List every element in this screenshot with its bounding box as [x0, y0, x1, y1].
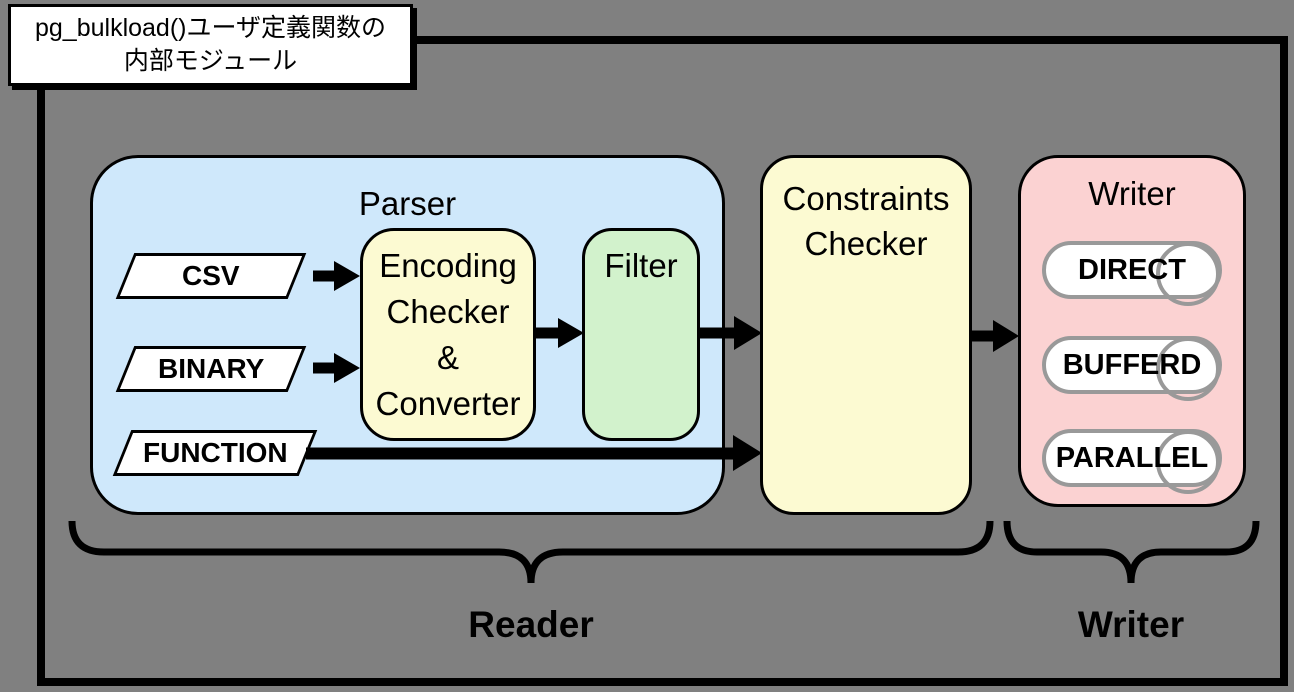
outer-frame-border [37, 36, 1288, 686]
csv-label: CSV [182, 260, 240, 291]
bufferd-label: BUFFERD [1062, 348, 1202, 381]
title-line-1: pg_bulkload()ユーザ定義関数の [35, 14, 386, 42]
writer-brace-label: Writer [1077, 604, 1185, 645]
parallelogram-binary: BINARY [115, 346, 307, 392]
filter-label: Filter [604, 247, 678, 284]
constraints-checker-box: Constraints Checker [760, 155, 972, 515]
parallel-label: PARALLEL [1055, 441, 1209, 474]
cylinder-cap-icon [1156, 430, 1220, 494]
encoding-line-1: Encoding [379, 246, 517, 284]
title-box: pg_bulkload()ユーザ定義関数の 内部モジュール [8, 4, 413, 86]
parser-group-label: Parser [358, 185, 457, 222]
reader-brace-label: Reader [468, 604, 594, 645]
cylinder-bufferd: BUFFERD [1042, 336, 1222, 401]
title-line-2: 内部モジュール [123, 47, 298, 75]
encoding-line-2: Checker [386, 292, 510, 330]
constraints-line-1: Constraints [782, 180, 950, 217]
parallelogram-csv: CSV [115, 253, 307, 299]
encoding-checker-converter-box: Encoding Checker & Converter [360, 228, 536, 441]
constraints-line-2: Checker [804, 225, 928, 262]
cylinder-direct: DIRECT [1042, 241, 1222, 306]
encoding-line-3: & [436, 338, 459, 376]
binary-label: BINARY [157, 353, 265, 384]
cylinder-parallel: PARALLEL [1042, 429, 1222, 494]
function-label: FUNCTION [142, 437, 288, 468]
writer-group-label: Writer [1088, 175, 1176, 212]
parallelogram-function: FUNCTION [112, 430, 318, 476]
cylinder-cap-icon [1156, 337, 1220, 401]
encoding-line-4: Converter [375, 384, 521, 422]
direct-label: DIRECT [1078, 253, 1186, 286]
filter-box: Filter [582, 228, 700, 441]
cylinder-cap-icon [1156, 242, 1220, 306]
